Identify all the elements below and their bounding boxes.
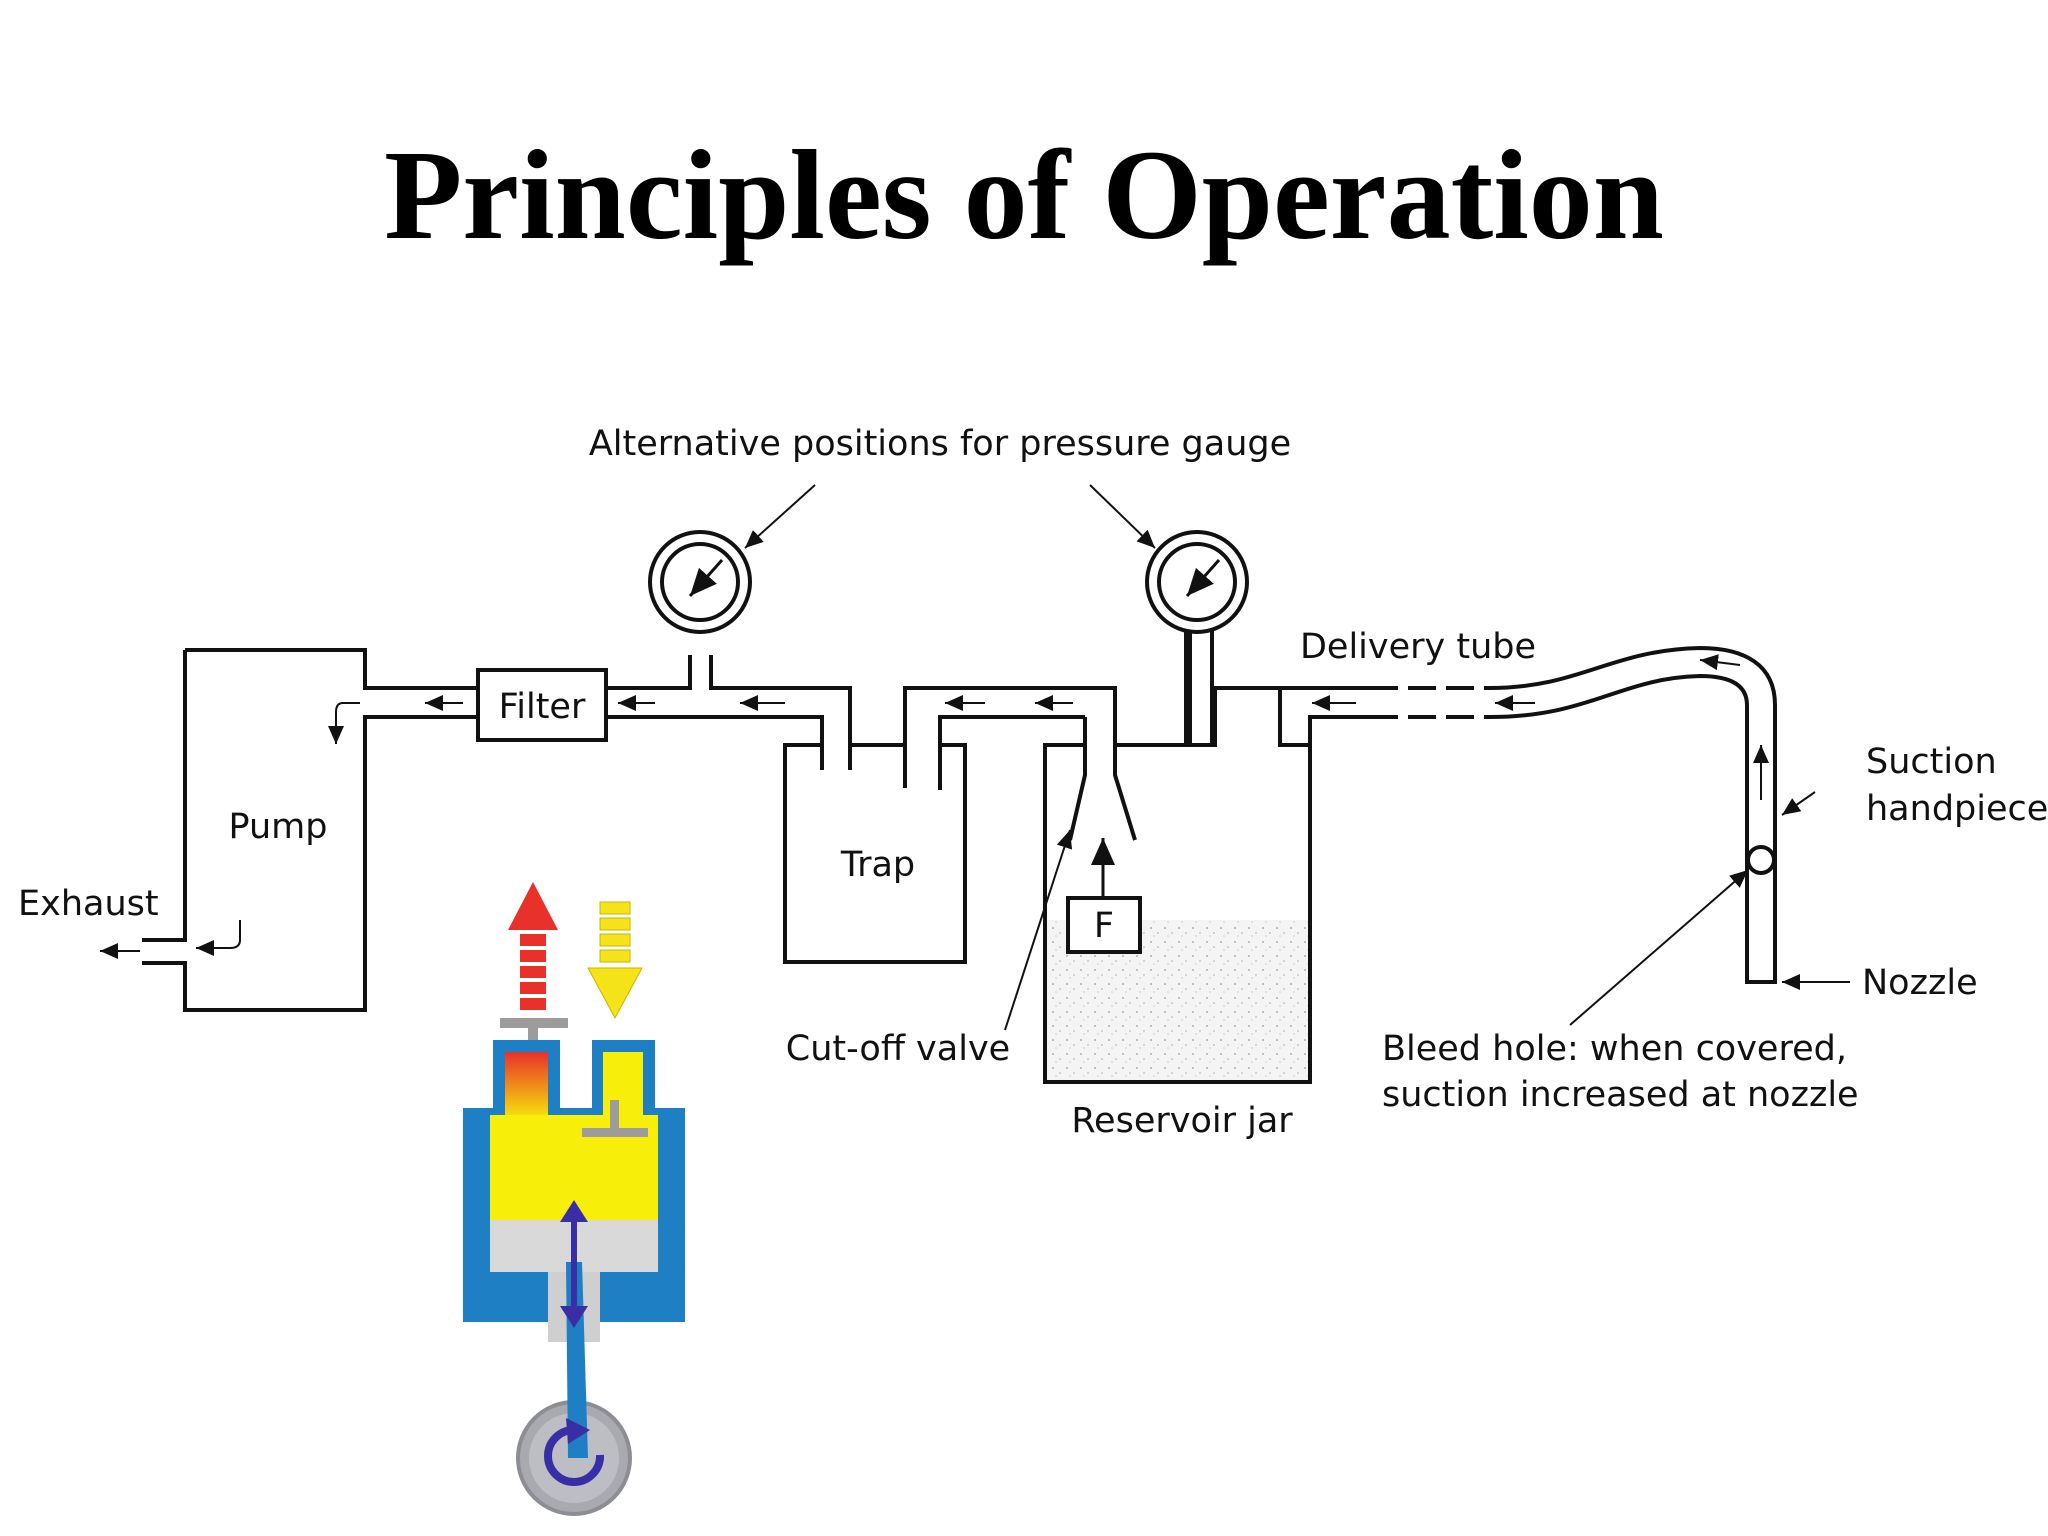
bleed-hole-label-line2: suction increased at nozzle	[1382, 1075, 1859, 1115]
float-label: F	[1094, 906, 1114, 946]
gauge-positions-label: Alternative positions for pressure gauge	[589, 424, 1291, 464]
reservoir-label: Reservoir jar	[1071, 1101, 1293, 1141]
filter	[425, 668, 608, 742]
pressure-gauge-left	[648, 530, 752, 634]
rotation-arrow	[544, 1426, 605, 1486]
exhaust-label: Exhaust	[18, 884, 159, 924]
nozzle-label: Nozzle	[1862, 963, 1978, 1003]
suction-label-line1: Suction	[1866, 742, 1997, 782]
pressure-gauge-right	[1145, 530, 1249, 745]
cutoff-valve-label: Cut-off valve	[786, 1029, 1010, 1069]
exhaust-flow-arrow	[508, 882, 558, 1010]
flow-arrow	[1699, 654, 1741, 671]
pump-outflow-arrow	[196, 920, 241, 956]
bleed-hole-label-line1: Bleed hole: when covered,	[1382, 1029, 1847, 1069]
delivery-tube-label: Delivery tube	[1300, 627, 1536, 667]
leader-lines	[744, 484, 1850, 1031]
reservoir-jar	[1043, 628, 1312, 1084]
pump	[100, 648, 478, 1012]
intake-flow-arrow	[587, 901, 643, 1020]
slide-title: Principles of Operation	[384, 124, 1664, 266]
trap-label: Trap	[840, 845, 915, 885]
piston-pump-illustration	[463, 882, 685, 1516]
pump-flow-arrow	[328, 702, 360, 744]
filter-label: Filter	[499, 687, 586, 727]
pipe-filter-trap	[606, 655, 852, 745]
delivery-tube	[1280, 645, 1777, 984]
pump-label: Pump	[229, 807, 328, 847]
suction-label-line2: handpiece	[1866, 789, 2048, 829]
bleed-hole	[1746, 845, 1776, 875]
piston-motion-arrow	[560, 1200, 588, 1328]
trap	[783, 686, 1117, 964]
